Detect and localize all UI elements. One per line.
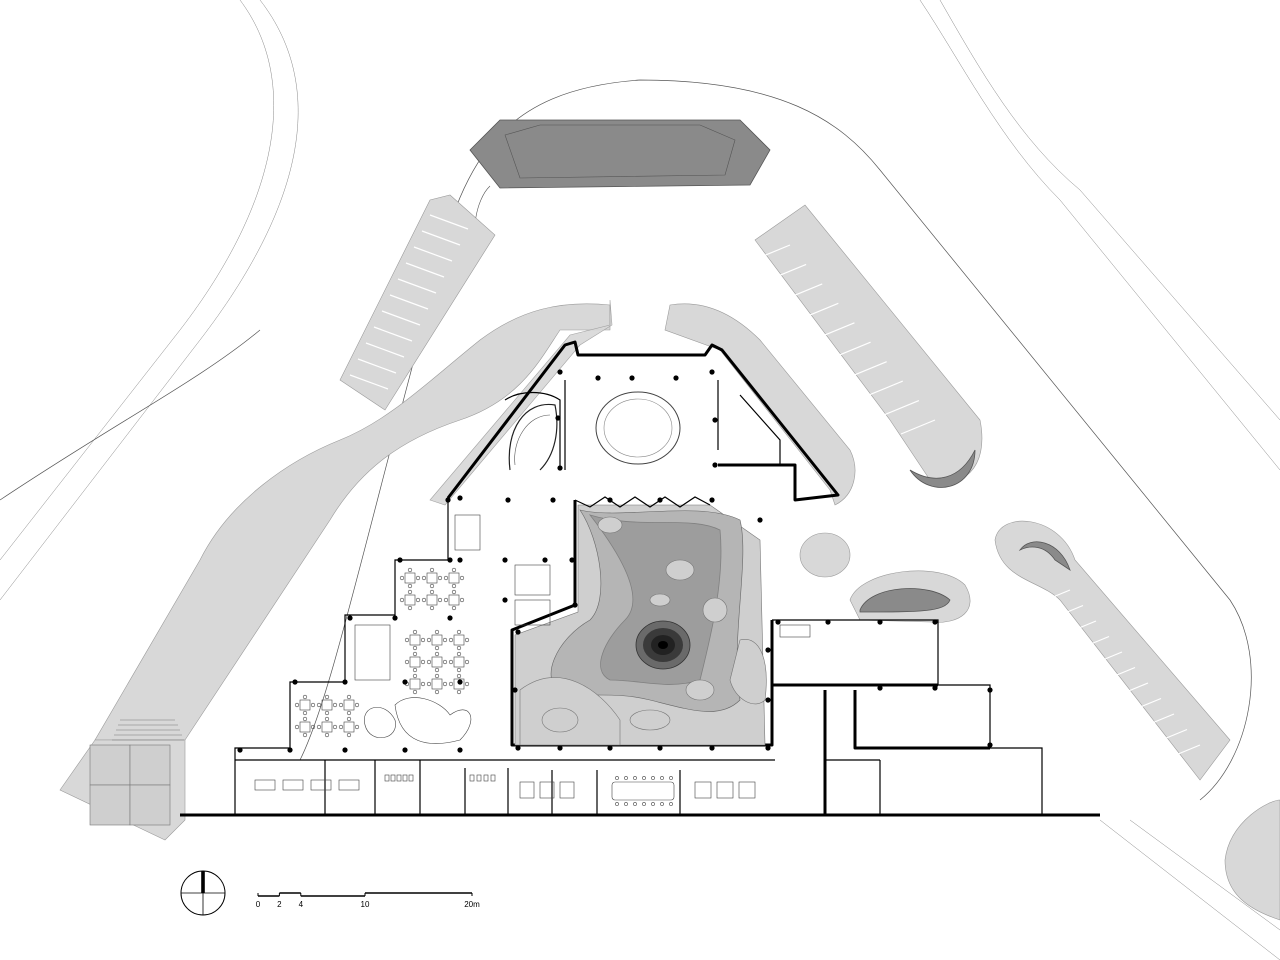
north-arrow-icon (180, 870, 226, 916)
building-walls (180, 340, 1100, 817)
furniture (254, 514, 811, 806)
scale-tick-label: 20m (464, 900, 480, 909)
landscape-right (799, 532, 1280, 921)
scale-tick-label: 0 (256, 900, 261, 909)
structural-columns (237, 369, 993, 753)
lobby-rotunda (508, 391, 681, 471)
scale-tick-label: 10 (361, 900, 370, 909)
water-feature (469, 119, 771, 246)
parking-left (339, 194, 496, 411)
parking-right (754, 204, 1231, 781)
entrance-platform (89, 719, 184, 826)
atrium-landscape (514, 504, 767, 746)
scale-tick-label: 4 (299, 900, 304, 909)
atrium-sawtooth-wall (574, 496, 711, 508)
scale-bar: 0 2 4 10 20m (256, 892, 480, 909)
scale-tick-label: 2 (277, 900, 282, 909)
